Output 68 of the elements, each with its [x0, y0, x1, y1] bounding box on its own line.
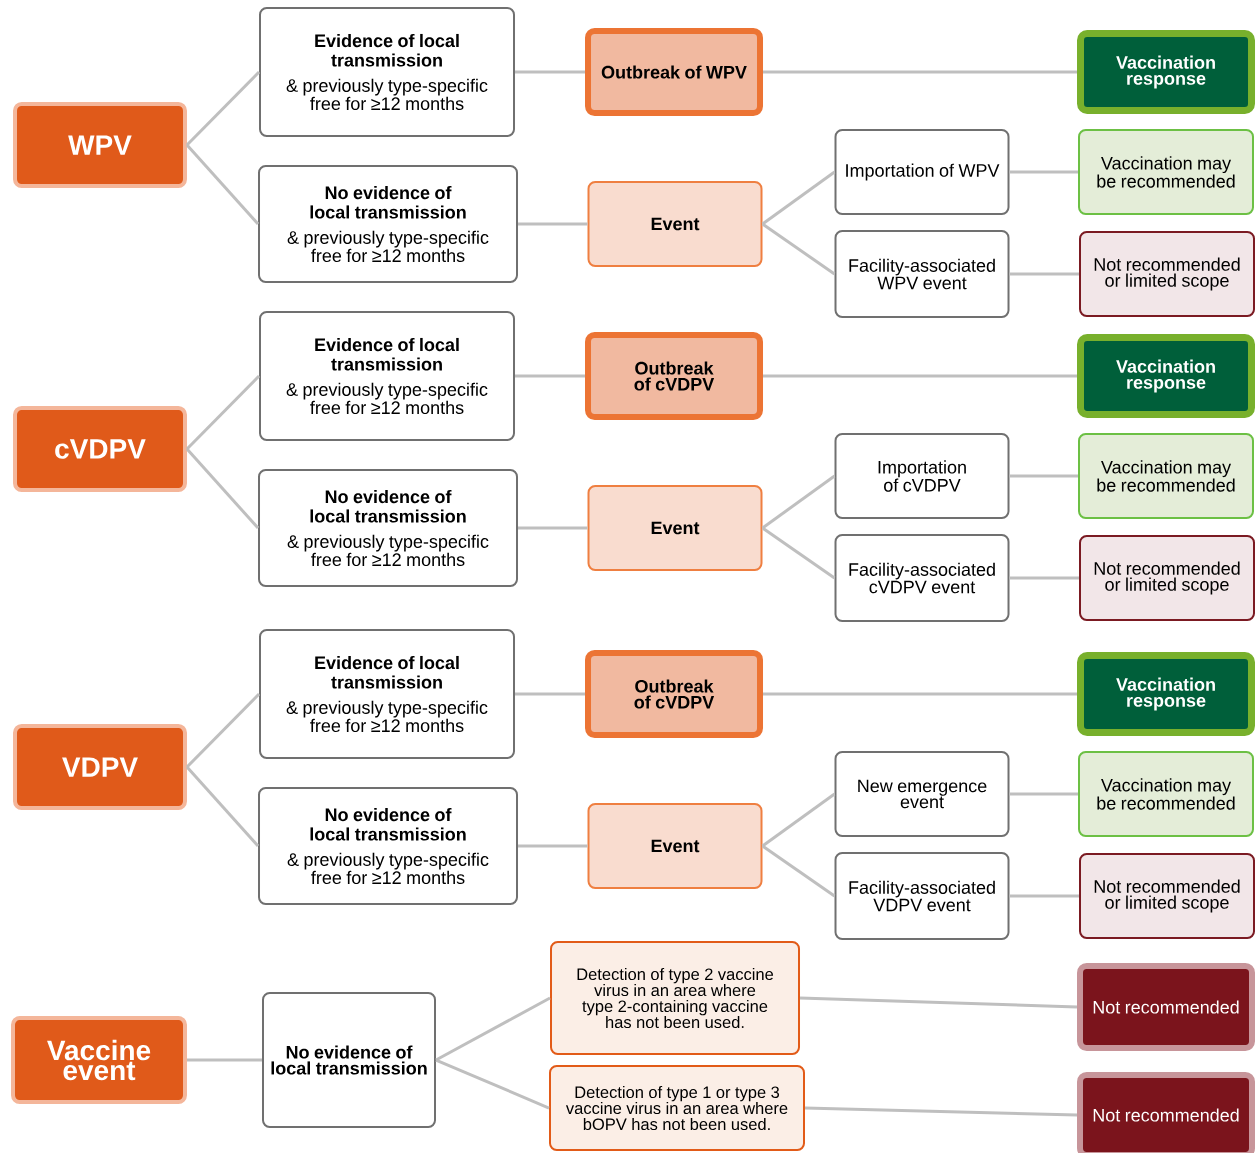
connector-line — [763, 692, 1077, 696]
detection-box: Detection of type 1 or type 3 vaccine virus in an area where bOPV has not been used. — [549, 1065, 805, 1151]
connector-line — [518, 526, 588, 530]
category-box: VDPV — [13, 724, 187, 810]
connector-line — [515, 374, 585, 378]
connector-line — [435, 1058, 550, 1110]
response-box: Vaccination response — [1077, 30, 1255, 114]
connector-line — [185, 144, 260, 225]
outbreak-box: Outbreak of WPV — [585, 28, 763, 116]
recommendation-box: Vaccination may be recommended — [1078, 129, 1254, 215]
outbreak-box: Outbreak of cVDPV — [585, 650, 763, 738]
condition-box: Evidence of local transmission & previously type-specific free for ≥12 months — [259, 629, 515, 759]
connector-line — [518, 222, 588, 226]
connector-line — [1009, 474, 1078, 478]
condition-box: No evidence of local transmission — [262, 992, 436, 1128]
condition-box: No evidence of local transmission & previously type-specific free for ≥12 months — [258, 165, 518, 283]
recommendation-box: Not recommended — [1077, 963, 1255, 1051]
recommendation-box: Vaccination may be recommended — [1078, 433, 1254, 519]
connector-line — [1009, 170, 1078, 174]
connector-line — [435, 996, 551, 1062]
category-box: cVDPV — [13, 406, 187, 492]
connector-line — [185, 448, 260, 529]
event-box: Event — [587, 803, 763, 889]
recommendation-box: Not recommended or limited scope — [1079, 853, 1255, 939]
event-box: Event — [587, 485, 763, 571]
connector-line — [763, 70, 1077, 74]
connector-line — [804, 1106, 1078, 1117]
connector-line — [761, 474, 836, 530]
connector-line — [761, 792, 836, 848]
recommendation-box: Not recommended or limited scope — [1079, 231, 1255, 317]
connector-line — [799, 996, 1078, 1009]
condition-box: No evidence of local transmission & previously type-specific free for ≥12 months — [258, 469, 518, 587]
connector-line — [185, 374, 261, 451]
connector-line — [187, 1058, 262, 1062]
connector-line — [185, 766, 260, 847]
recommendation-box: Not recommended or limited scope — [1079, 535, 1255, 621]
condition-box: Evidence of local transmission & previously type-specific free for ≥12 months — [259, 7, 515, 137]
connector-line — [1009, 894, 1079, 898]
recommendation-box: Not recommended — [1077, 1072, 1255, 1153]
connector-line — [185, 692, 261, 769]
response-box: Vaccination response — [1077, 334, 1255, 418]
event-box: Event — [587, 181, 763, 267]
event-type-box: Importation of cVDPV — [834, 433, 1010, 519]
event-type-box: Facility-associated WPV event — [834, 230, 1010, 318]
connector-line — [518, 844, 588, 848]
connector-line — [763, 374, 1077, 378]
connector-line — [1009, 272, 1079, 276]
event-type-box: Facility-associated cVDPV event — [834, 534, 1010, 622]
connector-line — [515, 692, 585, 696]
outbreak-box: Outbreak of cVDPV — [585, 332, 763, 420]
connector-line — [515, 70, 585, 74]
connector-line — [185, 70, 261, 147]
connector-line — [761, 526, 836, 580]
connector-line — [761, 222, 836, 276]
category-box: Vaccine event — [11, 1016, 187, 1104]
connector-line — [761, 844, 836, 898]
event-type-box: New emergence event — [834, 751, 1010, 837]
response-box: Vaccination response — [1077, 652, 1255, 736]
connector-line — [1009, 576, 1079, 580]
category-box: WPV — [13, 102, 187, 188]
event-type-box: Facility-associated VDPV event — [834, 852, 1010, 940]
event-type-box: Importation of WPV — [834, 129, 1010, 215]
condition-box: Evidence of local transmission & previously type-specific free for ≥12 months — [259, 311, 515, 441]
connector-line — [1009, 792, 1078, 796]
condition-box: No evidence of local transmission & previously type-specific free for ≥12 months — [258, 787, 518, 905]
detection-box: Detection of type 2 vaccine virus in an area where type 2-containing vaccine has not been used. — [550, 941, 800, 1055]
recommendation-box: Vaccination may be recommended — [1078, 751, 1254, 837]
connector-line — [761, 170, 836, 226]
